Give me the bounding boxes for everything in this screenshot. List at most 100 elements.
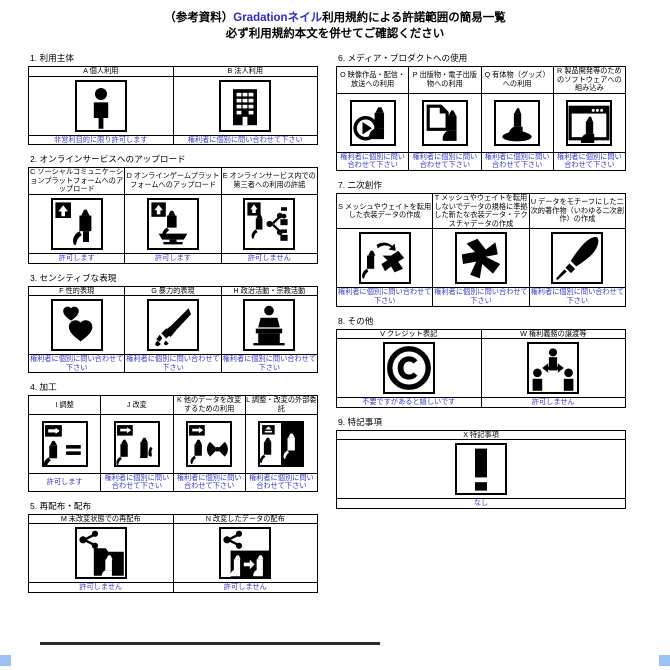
- item-status-h: 権利者に個別に問い合わせて下さい: [220, 354, 319, 374]
- item-status-s: 権利者に個別に問い合わせて下さい: [335, 287, 434, 307]
- table-status-row: なし: [336, 498, 626, 509]
- item-status-c: 許可します: [27, 252, 126, 264]
- knife-blood-icon: [146, 299, 199, 352]
- table-icon-row: [28, 75, 318, 136]
- table-status-row: 不要ですがあると嬉しいです許可しません: [336, 397, 626, 408]
- table-status-row: 権利者に個別に問い合わせて下さい権利者に個別に問い合わせて下さい権利者に個別に問…: [335, 151, 627, 171]
- item-status-k: 権利者に個別に問い合わせて下さい: [172, 472, 246, 492]
- hearts-icon: [50, 299, 103, 352]
- selection-handle-bottom-right[interactable]: [659, 655, 670, 666]
- item-icon-cell-e: [220, 193, 319, 254]
- section-heading: 7. 二次創作: [338, 179, 382, 190]
- share-folder-cat-icon: [74, 527, 127, 580]
- item-status-n: 許可しません: [172, 582, 318, 593]
- item-label-a: A 個人利用: [28, 66, 174, 77]
- section-heading: 3. センシティブな表現: [30, 272, 117, 283]
- item-label-w: W 権利義務の譲渡等: [480, 328, 626, 340]
- title-prefix: （参考資料）: [164, 12, 234, 24]
- play-cat-icon: [349, 99, 396, 146]
- item-label-g: G 暴力的表現: [124, 285, 222, 297]
- item-icon-cell-a: [28, 75, 174, 136]
- arrow-cat-equal-icon: [41, 420, 88, 467]
- item-icon-cell-j: [100, 413, 174, 474]
- item-icon-cell-b: [172, 75, 318, 136]
- table-icon-row: [28, 523, 318, 584]
- item-status-p: 権利者に個別に問い合わせて下さい: [408, 151, 482, 171]
- item-icon-cell-t: [432, 228, 530, 289]
- table-icon-row: [335, 228, 627, 289]
- page-title: （参考資料）Gradationネイル利用規約による許諾範囲の簡易一覧: [0, 10, 670, 26]
- item-label-n: N 改変したデータの配布: [172, 513, 318, 525]
- permission-table: X 特記事項なし: [336, 429, 626, 509]
- section-heading: 1. 利用主体: [30, 53, 74, 63]
- podium-speaker-icon: [243, 299, 296, 352]
- item-status-i: 許可します: [27, 472, 102, 492]
- item-icon-cell-r: [552, 92, 627, 153]
- item-icon-cell-x: [336, 439, 626, 500]
- item-icon-cell-m: [28, 523, 174, 584]
- item-status-f: 権利者に個別に問い合わせて下さい: [27, 354, 126, 374]
- item-icon-cell-f: [27, 295, 126, 356]
- item-label-k: K 他のデータを改変するための利用: [172, 395, 246, 415]
- transfer-people-icon: [527, 342, 580, 395]
- cloth-icon: [454, 232, 507, 285]
- item-icon-cell-v: [336, 338, 482, 399]
- table-status-row: 許可します許可します許可しません: [27, 252, 319, 264]
- item-status-o: 権利者に個別に問い合わせて下さい: [335, 151, 410, 171]
- item-label-d: D オンラインゲームプラットフォームへのアップロード: [124, 167, 222, 195]
- bottom-rule: [40, 642, 380, 645]
- item-icon-cell-n: [172, 523, 318, 584]
- table-icon-row: [336, 338, 626, 399]
- title-suffix: 利用規約による許諾範囲の簡易一覧: [322, 12, 506, 24]
- item-label-x: X 特記事項: [336, 429, 626, 441]
- item-label-h: H 政治活動・宗教活動: [220, 285, 319, 297]
- item-status-u: 権利者に個別に問い合わせて下さい: [528, 287, 627, 307]
- cat-to-cloth-icon: [358, 232, 411, 285]
- document-cat-icon: [421, 99, 468, 146]
- item-status-j: 権利者に個別に問い合わせて下さい: [100, 472, 174, 492]
- table-icon-row: [27, 413, 319, 474]
- item-icon-cell-u: [528, 228, 627, 289]
- item-label-f: F 性的表現: [27, 285, 126, 297]
- upload-share-people-icon: [243, 197, 296, 250]
- item-icon-cell-s: [335, 228, 434, 289]
- figure-cat-icon: [494, 99, 541, 146]
- section-heading: 6. メディア・プロダクトへの使用: [338, 53, 468, 63]
- upload-cat-icon: [50, 197, 103, 250]
- section-heading: 5. 再配布・配布: [30, 500, 92, 511]
- item-icon-cell-d: [124, 193, 222, 254]
- section-heading: 9. 特記事項: [338, 416, 382, 427]
- item-icon-cell-g: [124, 295, 222, 356]
- item-status-q: 権利者に個別に問い合わせて下さい: [480, 151, 554, 171]
- section-heading: 4. 加工: [30, 382, 57, 393]
- item-icon-cell-o: [335, 92, 410, 153]
- item-status-r: 権利者に個別に問い合わせて下さい: [552, 151, 627, 171]
- table-header-row: X 特記事項: [336, 429, 626, 441]
- table-status-row: 権利者に個別に問い合わせて下さい権利者に個別に問い合わせて下さい権利者に個別に問…: [335, 287, 627, 307]
- item-status-m: 許可しません: [28, 582, 174, 593]
- item-label-c: C ソーシャルコミュニケーションプラットフォームへのアップロード: [27, 167, 126, 195]
- table-status-row: 許可します権利者に個別に問い合わせて下さい権利者に個別に問い合わせて下さい権利者…: [27, 472, 319, 492]
- page-subtitle: 必ず利用規約本文を併せてご確認ください: [225, 28, 445, 40]
- item-label-q: Q 有体物（グッズ）への利用: [480, 66, 554, 94]
- item-label-r: R 製品開発等のためのソフトウェアへの組み込み: [552, 66, 627, 94]
- arrow-cat-ribbon-icon: [186, 420, 233, 467]
- selection-handle-bottom-left[interactable]: [0, 655, 11, 666]
- exclamation-icon: [455, 443, 507, 496]
